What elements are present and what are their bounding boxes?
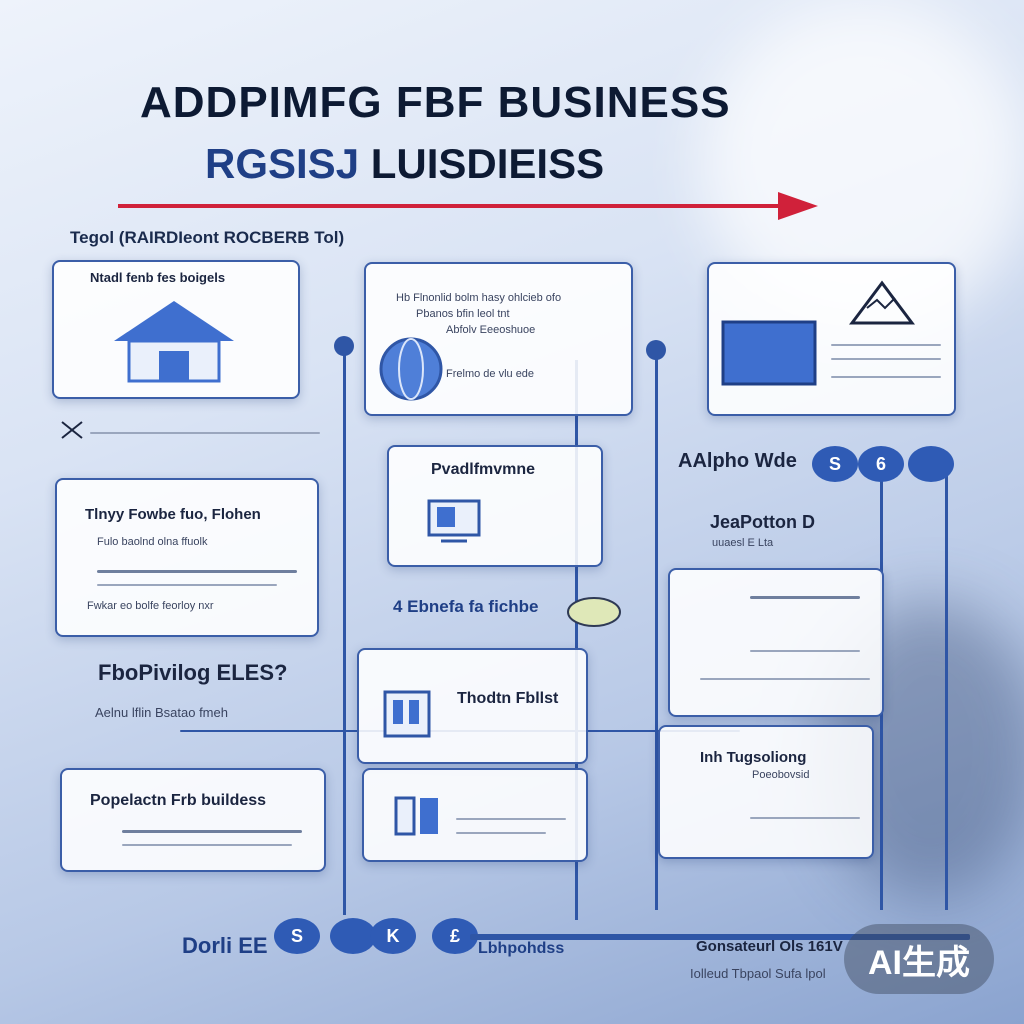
building-icon [383,690,431,738]
section-label: FboPivilog ELES? [98,660,288,685]
text-line [750,650,860,652]
text-line [750,817,860,819]
section-label: AAlpho Wde [678,450,797,472]
card-title: Ntadl fenb fes boigels [90,270,226,285]
card-subtitle: uuaesl E Lta [712,537,774,549]
card-title: Thodtn Fbllst [457,690,559,707]
footer-text: Gonsateurl Ols 161V [696,938,843,955]
node-1[interactable]: S [812,446,858,482]
card-text: Abfolv Eeeoshuoe [446,324,536,336]
section-caption: Aelnu lflin Bsatao fmeh [95,705,228,720]
connector-line [655,350,658,910]
text-line [456,818,566,820]
card-center-top[interactable]: Hb Flnonlid bolm hasy ohlcieb ofo Pbanos… [364,262,633,416]
connector-dot [646,340,666,360]
page-title: ADDPIMFG FBF BUSINESS [140,78,731,127]
footer-text: Iolleud Tbpaol Sufa lpol [690,966,826,981]
card-title: Tlnyy Fowbe fuo, Flohen [85,506,261,523]
footer-bar [470,934,970,940]
globe-icon [379,337,443,401]
card-text: Fulo baolnd olna ffuolk [97,536,208,548]
footer-label: Lbhpohdss [478,940,565,957]
card-right-top[interactable] [707,262,956,416]
card-text: Fwkar eo bolfe feorloy nxr [87,600,214,612]
computer-icon [427,499,481,543]
card-left-mid[interactable]: Tlnyy Fowbe fuo, Flohen Fulo baolnd olna… [55,478,319,637]
ai-generated-badge: AI生成 [844,924,994,994]
card-center-mid[interactable]: Pvadlfmvmne [387,445,603,567]
card-right-mid[interactable] [668,568,884,717]
scissors-icon [61,421,83,439]
header-arrow [118,192,818,220]
text-line [750,596,860,599]
card-text: Frelmo de vlu ede [446,368,535,380]
card-left-bottom[interactable]: Popelactn Frb buildess [60,768,326,872]
mountain-icon [849,280,915,325]
text-line [97,584,277,586]
text-line [831,376,941,378]
text-line [122,830,302,833]
card-subtitle: Poeobovsid [752,769,810,781]
node-2[interactable]: 6 [858,446,904,482]
footer-node-3[interactable]: K [370,918,416,954]
card-title: Pvadlfmvmne [431,461,536,478]
connector-dot [334,336,354,356]
title-highlight: RGSISJ [205,140,360,187]
card-right-lower[interactable]: Inh Tugsoliong Poeobovsid [658,725,874,859]
card-title: Inh Tugsoliong [700,749,807,766]
card-center-lower[interactable]: Thodtn Fbllst [357,648,588,764]
divider-line [90,432,320,434]
card-text: Pbanos bfin leol tnt [416,308,510,320]
text-line [122,844,292,846]
text-line [831,358,941,360]
text-line [97,570,297,573]
window-icon [721,320,817,386]
text-line [456,832,546,834]
text-line [831,344,941,346]
connector-line [945,470,948,910]
card-title: Popelactn Frb buildess [90,792,267,809]
footer-label: Dorli EE [182,933,268,958]
card-center-bottom[interactable] [362,768,588,862]
footer-node-1[interactable]: S [274,918,320,954]
cloud-icon [567,597,621,627]
card-left-top[interactable]: Ntadl fenb fes boigels [52,260,300,399]
text-line [700,678,870,680]
card-title: JeaPotton D [710,512,816,532]
server-icon [394,796,438,836]
section-label: 4 Ebnefa fa fichbe [393,597,539,616]
footer-node-2[interactable] [330,918,376,954]
page-subtitle: RGSISJ LUISDIEISS [205,140,604,188]
card-text: Hb Flnonlid bolm hasy ohlcieb ofo [396,292,562,304]
section-caption: Tegol (RAIRDIeont ROCBERB Tol) [70,228,345,247]
title-rest: LUISDIEISS [370,140,605,187]
connector-line [575,360,578,920]
house-icon [114,301,234,383]
connector-line [343,345,346,915]
node-3[interactable] [908,446,954,482]
